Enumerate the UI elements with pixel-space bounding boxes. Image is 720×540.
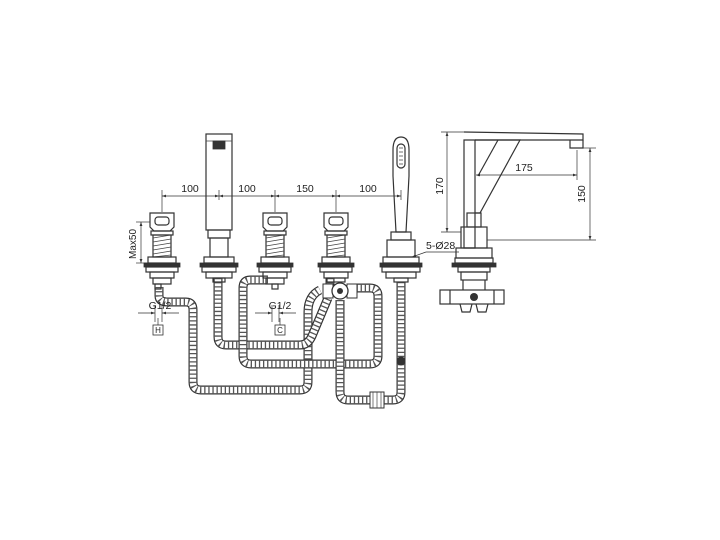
thread-dimension-left: G1/2 H	[138, 300, 179, 336]
dim-spacing-4: 100	[359, 183, 377, 195]
dim-spacing-1: 100	[181, 183, 199, 195]
thread-dimension-right: G1/2 C	[255, 300, 296, 336]
dim-spacing-2: 100	[238, 183, 256, 195]
hose-coupling	[369, 391, 385, 409]
left-handle-valve	[143, 212, 181, 290]
cold-marker: C	[277, 326, 283, 335]
diverter-handle	[317, 212, 355, 283]
dim-spacing-3: 150	[296, 183, 314, 195]
dim-thread-left: G1/2	[149, 300, 172, 312]
dim-side-reach: 175	[515, 162, 533, 174]
spout	[199, 133, 239, 283]
dim-side-spout-height: 150	[576, 185, 588, 203]
side-view: 170 175 150	[434, 131, 596, 313]
hot-marker: H	[155, 326, 161, 335]
hole-diameter-callout: 5-Ø28	[411, 240, 459, 258]
center-handle-valve	[256, 212, 294, 290]
dim-holes: 5-Ø28	[426, 240, 455, 252]
hose-left-handle	[154, 285, 323, 395]
dim-side-height: 170	[434, 177, 446, 195]
hose-center-handle	[238, 275, 383, 369]
diverter-valve	[322, 282, 358, 300]
hand-shower	[379, 136, 423, 283]
dim-max-height: Max50	[128, 229, 139, 259]
shower-hose-weight	[396, 356, 406, 366]
max-height-dimension: Max50	[128, 221, 150, 264]
horizontal-dimensions: 100 100 150 100	[161, 183, 402, 212]
hose-spout-left	[213, 278, 333, 350]
hot-marker-box	[152, 324, 164, 336]
hose-shower	[384, 282, 406, 405]
cold-marker-box	[274, 324, 286, 336]
dim-thread-right: G1/2	[269, 300, 292, 312]
hoses	[154, 275, 406, 405]
